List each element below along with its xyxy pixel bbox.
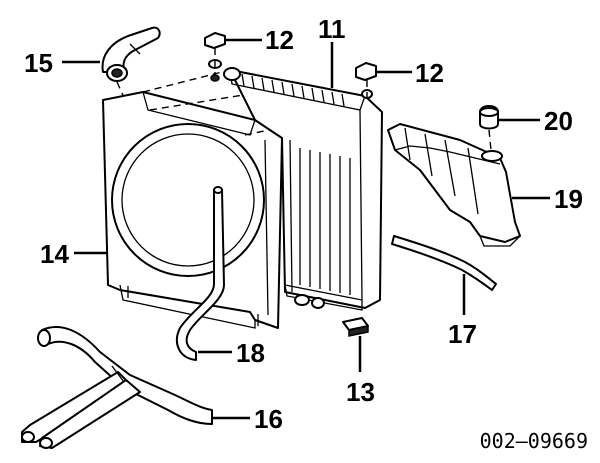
reservoir-part-19: [387, 123, 521, 247]
lower-hose-part-16: [21, 326, 213, 449]
callout-15: 15: [24, 48, 53, 78]
radiator-part-11: [223, 67, 383, 311]
callout-12-left: 12: [265, 25, 294, 55]
overflow-hose-part-17: [391, 235, 497, 291]
upper-hose-part-15: [101, 26, 161, 82]
callout-17: 17: [448, 319, 477, 349]
callout-14: 14: [40, 239, 69, 269]
callout-18: 18: [236, 338, 265, 368]
reservoir-cap-part-20: [479, 105, 499, 130]
callout-11: 11: [318, 14, 346, 44]
callout-20: 20: [544, 106, 573, 136]
bracket-part-13: [342, 317, 369, 337]
isolator-part-12-left: [204, 32, 226, 82]
callout-19: 19: [554, 184, 583, 214]
fan-shroud-part-14: [102, 91, 283, 329]
hose-part-18: [176, 186, 225, 361]
radiator-core-fins: [299, 148, 351, 295]
callout-13: 13: [346, 377, 375, 407]
callout-12-right: 12: [415, 58, 444, 88]
diagram-reference-number: 002–09669: [480, 429, 588, 453]
radiator-top-tank-ribs: [241, 73, 345, 107]
isolator-part-12-right: [355, 62, 377, 100]
callout-16: 16: [254, 404, 283, 434]
